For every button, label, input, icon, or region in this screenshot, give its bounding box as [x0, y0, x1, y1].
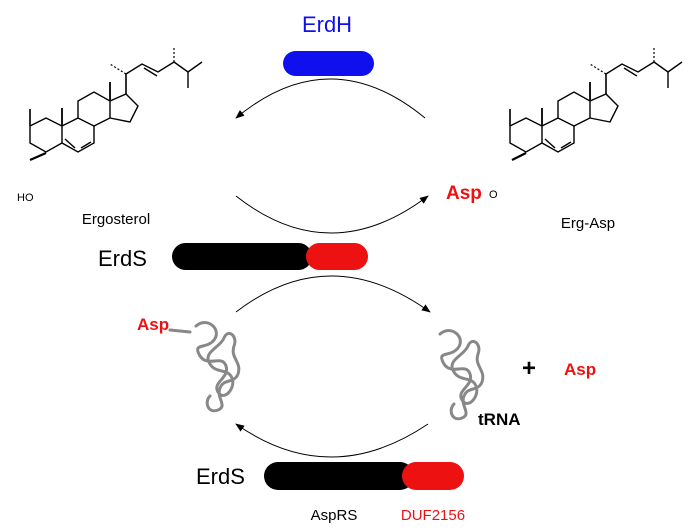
- trna-coil-icon: [438, 329, 485, 421]
- asp-trna-label: Asp: [137, 315, 169, 334]
- asp-free-label: Asp: [564, 360, 596, 379]
- ester-oxygen-label: O: [489, 189, 498, 201]
- ergosterol-label: Ergosterol: [82, 211, 150, 228]
- hydroxyl-label: HO: [17, 192, 34, 204]
- erdh-label: ErdH: [302, 12, 352, 37]
- erds-duf-domain-top: [306, 243, 368, 270]
- erg-asp-structure: [509, 45, 683, 161]
- asprs-domain-label: AspRS: [311, 507, 358, 524]
- erds-label-bottom: ErdS: [196, 464, 245, 489]
- recharge-arrow: [235, 423, 429, 458]
- erg-asp-label: Erg-Asp: [561, 215, 615, 232]
- trna-label: tRNA: [478, 410, 521, 429]
- erdh-enzyme-bar: [283, 51, 374, 76]
- duf2156-domain-label: DUF2156: [401, 507, 465, 524]
- transfer-arrow: [235, 275, 431, 313]
- erds-aspr-domain-bottom: [264, 462, 414, 490]
- plus-sign: +: [522, 355, 536, 382]
- hydrolysis-arrow: [235, 78, 426, 119]
- esterification-arrow: [235, 195, 429, 234]
- asp-ester-label: Asp: [446, 183, 482, 204]
- erds-label-top: ErdS: [98, 246, 147, 271]
- erds-duf-domain-bottom: [402, 462, 464, 490]
- erds-aspr-domain-top: [172, 243, 312, 270]
- trna-coil-icon: [194, 321, 241, 413]
- ergosterol-structure: [29, 45, 203, 162]
